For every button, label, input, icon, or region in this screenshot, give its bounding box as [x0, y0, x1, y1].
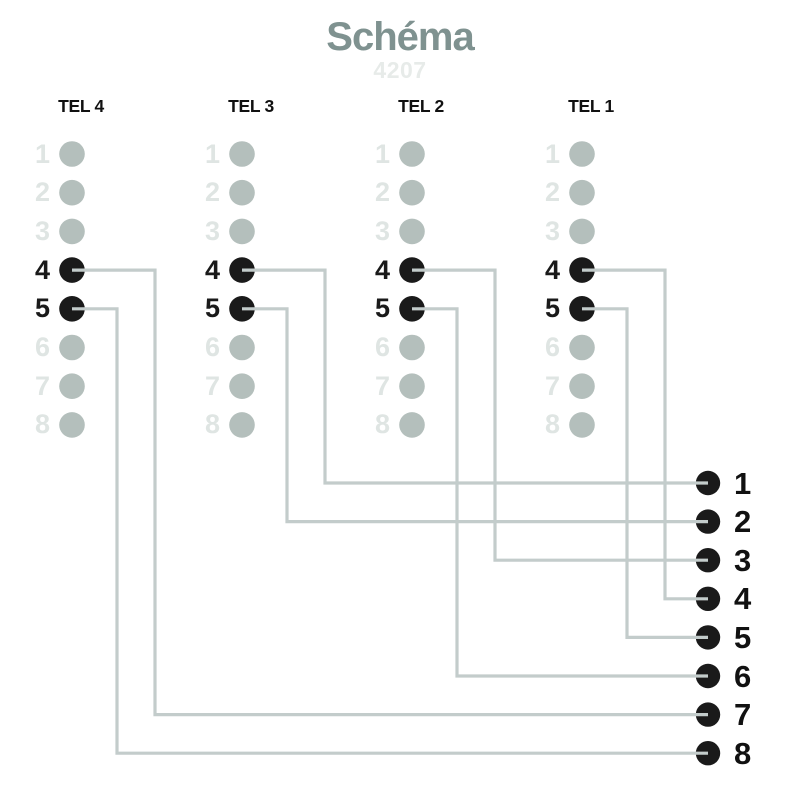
wire-tel-3-pin-5-to-output-2	[242, 307, 708, 524]
wire-tel-4-pin-5-to-output-8	[72, 307, 708, 755]
tel-4-pin-8-dot	[59, 412, 85, 438]
tel-1-pin-1-label: 1	[544, 138, 560, 169]
wire-tel-3-pin-4-to-output-1	[242, 268, 708, 485]
tel-2-pin-7-label: 7	[374, 370, 390, 401]
tel-2-pin-2-label: 2	[374, 177, 390, 208]
tel-4-pin-7-dot	[59, 373, 85, 400]
output-pin-7-label: 7	[734, 697, 752, 733]
tel-4-pin-4-label: 4	[34, 254, 50, 285]
wire-tel-2-pin-5-to-output-6	[412, 307, 708, 678]
wire-tel-1-pin-5-to-output-5	[582, 307, 708, 640]
output-pin-8-label: 8	[734, 735, 752, 771]
tel-3-pin-6-label: 6	[204, 332, 220, 362]
tel-1-pin-5-label: 5	[544, 293, 560, 324]
tel-3-pin-1-dot	[229, 141, 255, 167]
tel-2-pin-8-label: 8	[374, 409, 390, 440]
tel-2-pin-3-dot	[399, 218, 425, 245]
tel-3-pin-3-dot	[229, 218, 255, 245]
tel-4-pin-6-dot	[59, 334, 85, 361]
tel-4-pin-1-label: 1	[34, 138, 50, 169]
connector-header-tel-1: TEL 1	[568, 96, 614, 116]
tel-1-pin-2-label: 2	[544, 177, 560, 208]
tel-1-pin-8-label: 8	[544, 409, 560, 440]
tel-3-pin-6-dot	[229, 334, 255, 361]
tel-1-pin-7-label: 7	[544, 370, 560, 401]
tel-4-pin-2-label: 2	[34, 177, 50, 208]
tel-1-pin-7-dot	[569, 373, 595, 400]
tel-2-pin-1-label: 1	[374, 138, 390, 169]
tel-3-pin-7-dot	[229, 373, 255, 400]
tel-4-pin-2-dot	[59, 179, 85, 206]
tel-2-pin-8-dot	[399, 412, 425, 438]
tel-1-pin-3-label: 3	[544, 215, 560, 246]
tel-4-pin-3-dot	[59, 218, 85, 245]
tel-3-pin-2-label: 2	[204, 177, 220, 208]
tel-4-pin-1-dot	[59, 141, 85, 167]
tel-3-pin-2-dot	[229, 179, 255, 206]
page-subtitle: 4207	[373, 57, 427, 83]
tel-2-pin-3-label: 3	[374, 215, 390, 246]
tel-3-pin-1-label: 1	[204, 138, 220, 169]
wire-tel-2-pin-4-to-output-3	[412, 268, 708, 562]
page-title: Schéma	[326, 15, 474, 59]
connector-header-tel-2: TEL 2	[398, 96, 444, 116]
output-pin-2-label: 2	[734, 504, 752, 540]
connector-header-tel-3: TEL 3	[228, 96, 274, 116]
tel-3-pin-7-label: 7	[204, 370, 220, 401]
tel-1-pin-8-dot	[569, 412, 595, 438]
tel-2-pin-1-dot	[399, 141, 425, 167]
connector-header-tel-4: TEL 4	[58, 96, 104, 116]
tel-3-pin-5-label: 5	[204, 293, 220, 324]
output-pin-3-label: 3	[734, 542, 752, 578]
tel-4-pin-3-label: 3	[34, 215, 50, 246]
wire-tel-4-pin-4-to-output-7	[72, 268, 708, 717]
tel-2-pin-6-label: 6	[374, 332, 390, 362]
output-pin-4-label: 4	[734, 581, 752, 617]
tel-3-pin-3-label: 3	[204, 215, 220, 246]
tel-4-pin-7-label: 7	[34, 370, 50, 401]
tel-4-pin-5-label: 5	[34, 293, 50, 324]
tel-1-pin-6-label: 6	[544, 332, 560, 362]
tel-1-pin-3-dot	[569, 218, 595, 245]
tel-1-pin-1-dot	[569, 141, 595, 167]
output-pin-1-label: 1	[734, 465, 752, 501]
tel-1-pin-4-label: 4	[544, 254, 560, 285]
tel-3-pin-4-label: 4	[204, 254, 220, 285]
tel-2-pin-2-dot	[399, 179, 425, 206]
tel-3-pin-8-dot	[229, 412, 255, 438]
tel-1-pin-2-dot	[569, 179, 595, 206]
output-pin-5-label: 5	[734, 619, 752, 655]
output-pin-6-label: 6	[734, 658, 752, 694]
tel-3-pin-8-label: 8	[204, 409, 220, 440]
tel-2-pin-4-label: 4	[374, 254, 390, 285]
tel-2-pin-5-label: 5	[374, 293, 390, 324]
tel-2-pin-7-dot	[399, 373, 425, 400]
tel-2-pin-6-dot	[399, 334, 425, 361]
tel-4-pin-6-label: 6	[34, 332, 50, 362]
tel-4-pin-8-label: 8	[34, 409, 50, 440]
wire-tel-1-pin-4-to-output-4	[582, 268, 708, 601]
tel-1-pin-6-dot	[569, 334, 595, 361]
